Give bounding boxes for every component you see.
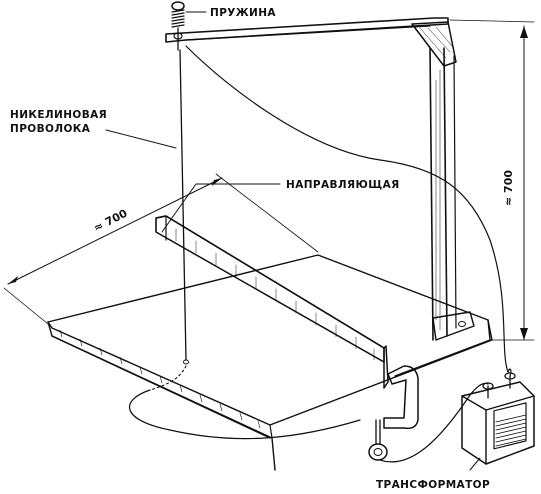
spring [171,1,185,51]
label-wire-line1: НИКЕЛИНОВАЯ [10,109,107,121]
nickel-wire [179,49,189,365]
guide-fence [155,215,389,389]
label-guide: НАПРАВЛЯЮЩАЯ [286,179,400,191]
transformer [461,368,535,465]
dimension-height: ≈ 700 [449,19,535,341]
leader-lines [105,11,481,471]
label-transformer: ТРАНСФОРМАТОР [376,479,490,491]
dimension-label-width: ≈ 700 [91,207,129,235]
label-spring: ПРУЖИНА [210,7,276,19]
dimension-table-width: ≈ 700 [3,173,319,325]
vertical-post [429,47,475,341]
horizontal-arm [165,17,457,67]
clamp [368,365,419,461]
label-wire-line2: ПРОВОЛОКА [10,123,91,135]
dimension-label-height: ≈ 700 [502,170,515,206]
